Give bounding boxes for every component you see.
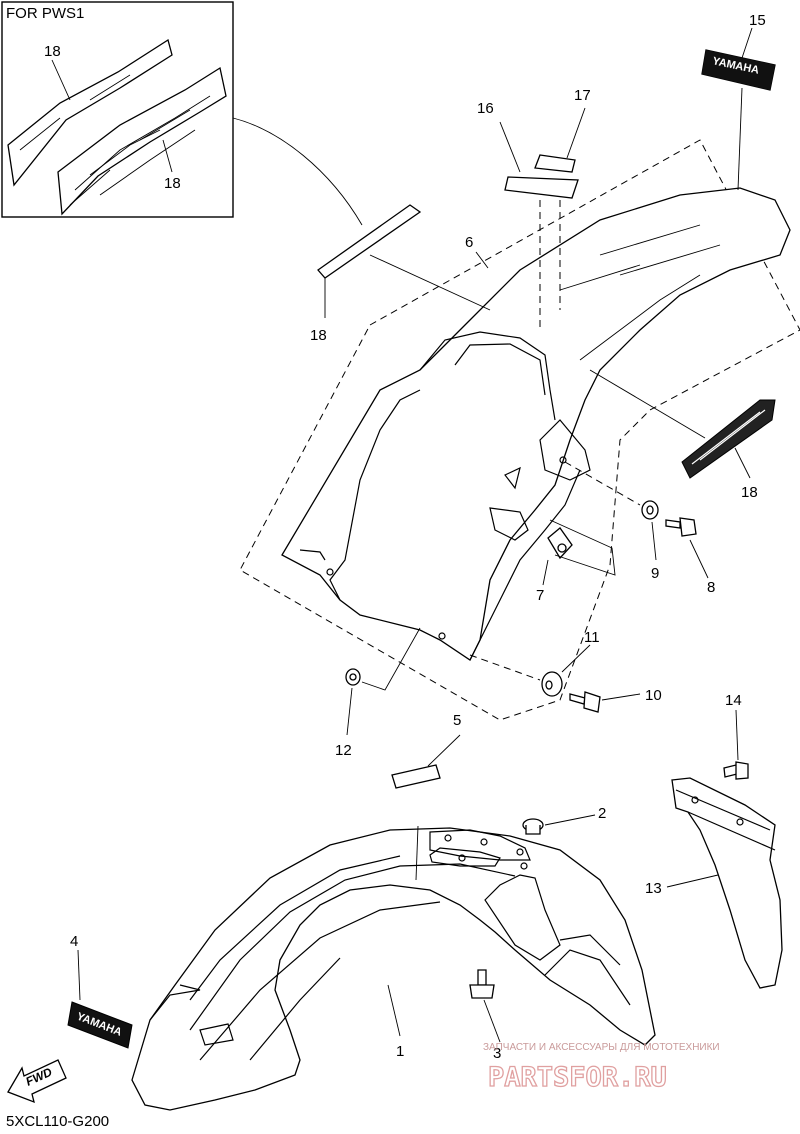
decal-18-left: [317, 204, 422, 279]
callout-7: 7: [536, 587, 544, 604]
grommet-2: [522, 818, 544, 835]
callout-10: 10: [645, 687, 662, 704]
diagram-code: 5XCL110-G200: [6, 1113, 109, 1130]
callout-14: 14: [725, 692, 742, 709]
clip-7: [547, 527, 573, 560]
bolt-8: [665, 517, 697, 537]
inset-connector-line: [232, 117, 363, 226]
bolt-10: [569, 691, 601, 713]
callout-18-left: 18: [310, 327, 327, 344]
callout-5: 5: [453, 712, 461, 729]
callout-1: 1: [396, 1043, 404, 1060]
callout-11: 11: [584, 629, 600, 646]
callout-4: 4: [70, 933, 78, 950]
screw-14: [723, 761, 749, 780]
washer-9: [641, 500, 659, 520]
callout-13: 13: [645, 880, 662, 897]
mud-guard-13: [671, 777, 783, 989]
collar-12: [345, 668, 361, 686]
decal-4-yamaha: YAMAHA: [67, 1001, 133, 1049]
callout-3: 3: [493, 1045, 501, 1062]
callout-6: 6: [465, 234, 473, 251]
inset-decal-upper: [7, 38, 173, 187]
callout-18-right: 18: [741, 484, 758, 501]
callout-12: 12: [335, 742, 352, 759]
rear-fender: [281, 187, 791, 661]
callout-9: 9: [651, 565, 659, 582]
callout-18-inset-top: 18: [44, 43, 61, 60]
watermark-site: PARTSFOR.RU: [488, 1062, 667, 1093]
callout-17: 17: [574, 87, 591, 104]
callout-8: 8: [707, 579, 715, 596]
callout-2: 2: [598, 805, 606, 822]
inset-pws1: FOR PWS1 18 18: [1, 1, 234, 218]
watermark-caption: ЗАПЧАСТИ И АКСЕССУАРЫ ДЛЯ МОТОТЕХНИКИ: [483, 1042, 720, 1053]
bolt-3: [469, 969, 495, 999]
fwd-arrow-icon: FWD: [7, 1059, 67, 1104]
watermark: ЗАПЧАСТИ И АКСЕССУАРЫ ДЛЯ МОТОТЕХНИКИ PA…: [483, 1042, 720, 1094]
callout-15: 15: [749, 12, 766, 29]
callout-16: 16: [477, 100, 494, 117]
decal-18-right: [681, 399, 776, 479]
washer-11: [541, 671, 563, 697]
decal-17: [534, 154, 576, 173]
callout-18-inset-bottom: 18: [164, 175, 181, 192]
decal-15-yamaha: YAMAHA: [701, 49, 776, 91]
inset-title: FOR PWS1: [6, 5, 84, 22]
decal-16: [504, 176, 579, 199]
inset-decal-lower: [57, 66, 227, 216]
front-fender: [131, 827, 656, 1111]
decal-5: [391, 764, 441, 789]
